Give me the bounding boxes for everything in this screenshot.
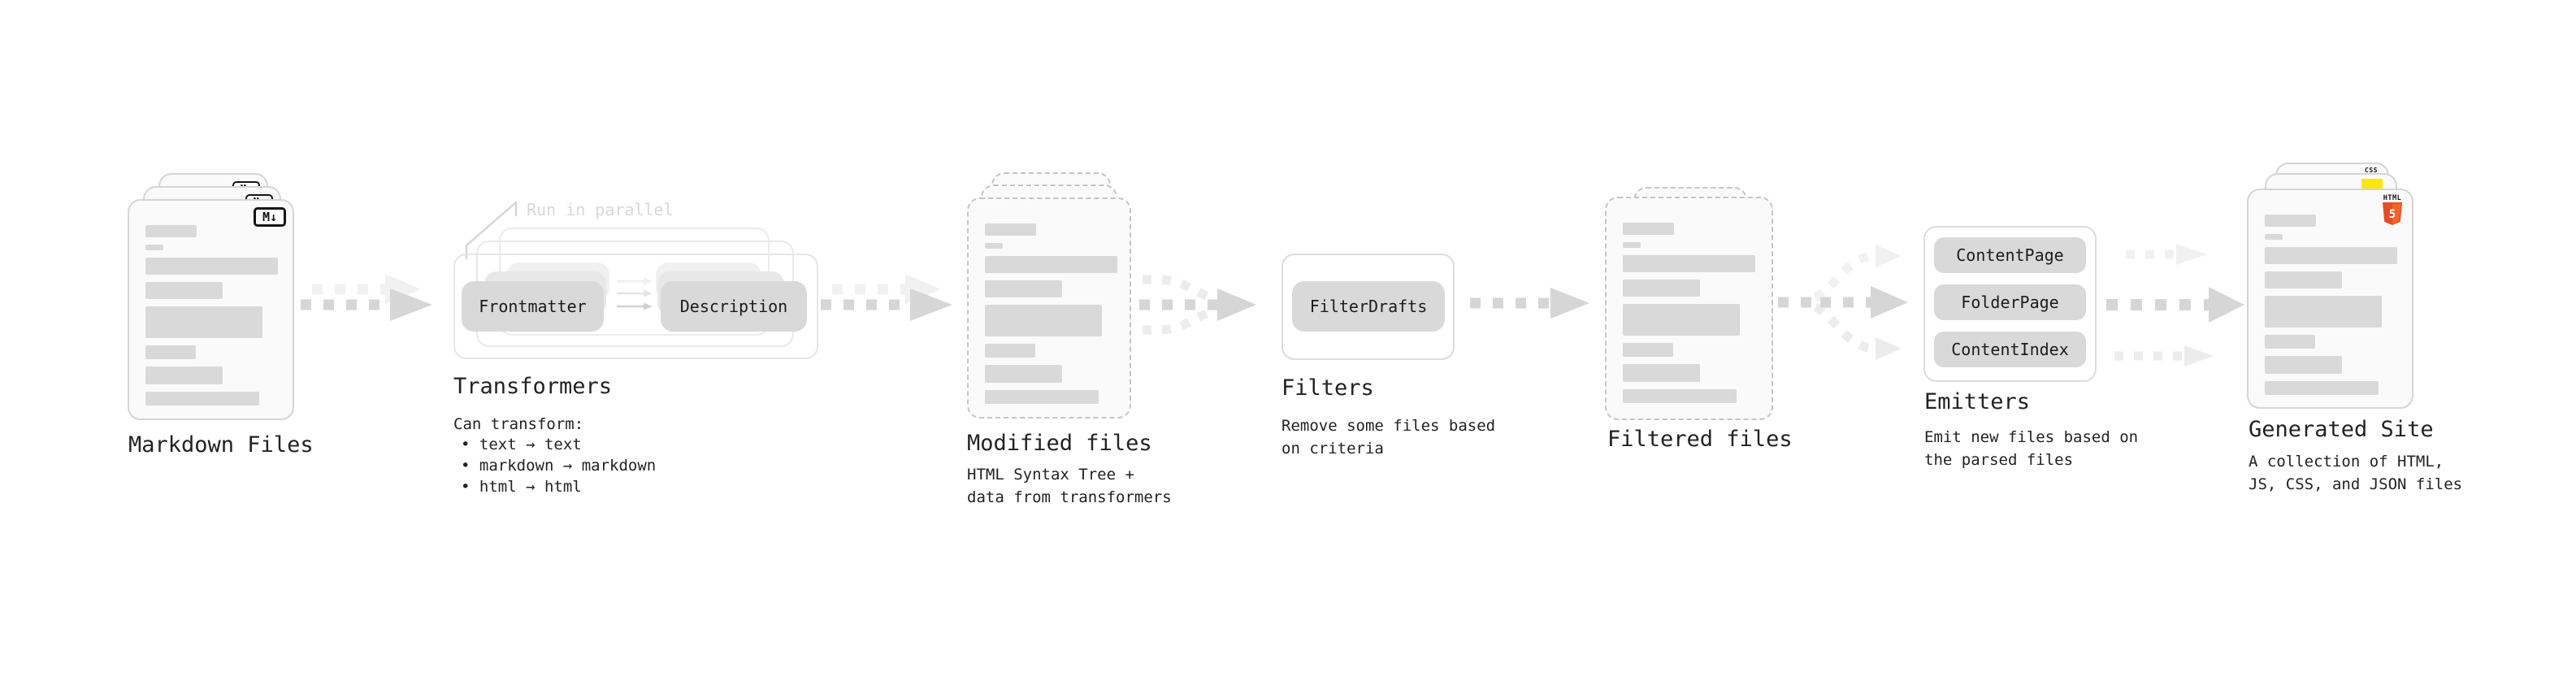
document-card-front <box>1605 197 1773 420</box>
filtered-file-stack <box>1605 187 1804 423</box>
emitter-pill-contentpage: ContentPage <box>1934 237 2086 273</box>
markdown-icon: M↓ <box>254 207 286 227</box>
stage-title-filtered-files: Filtered files <box>1607 427 1793 452</box>
document-card-front: M↓ <box>128 199 294 420</box>
transformer-pill-frontmatter: Frontmatter <box>462 281 604 332</box>
transformer-layer-front <box>453 254 818 359</box>
flow-arrow-filters-to-filtered <box>1470 288 1589 319</box>
bullet-item: • text → text <box>461 436 582 453</box>
stage-title-modified-files: Modified files <box>967 431 1152 456</box>
bullet-item: • html → html <box>461 478 582 496</box>
caption-line: data from transformers <box>967 488 1172 506</box>
js-icon <box>2361 179 2383 189</box>
caption-line: A collection of HTML, <box>2249 453 2444 471</box>
html5-icon-label: HTML <box>2383 194 2402 202</box>
flow-arrow-transformers-to-modified <box>821 274 952 321</box>
caption-line: Remove some files based <box>1281 417 1496 435</box>
html5-shield: 5 <box>2383 202 2402 225</box>
transformers-bullet-list: • text → text • markdown → markdown • ht… <box>461 434 656 497</box>
caption-line: Emit new files based on <box>1924 428 2139 446</box>
transform-arrow-ghost <box>617 277 653 285</box>
modified-file-stack <box>967 172 1166 420</box>
transform-arrow-ghost <box>617 289 653 297</box>
caption-line: on criteria <box>1281 440 1384 458</box>
generated-site-stack: CSS HTML 5 <box>2247 163 2446 414</box>
emitters-caption: Emit new files based on the parsed files <box>1924 426 2138 471</box>
content-placeholder-bars <box>145 225 278 413</box>
flow-arrow-merge-to-filters <box>1139 275 1256 335</box>
svg-text:5: 5 <box>2389 208 2396 221</box>
document-card-html: HTML 5 <box>2247 189 2413 409</box>
html5-icon: HTML 5 <box>2381 195 2404 230</box>
emitter-pill-folderpage: FolderPage <box>1934 284 2086 320</box>
filter-pill-filterdrafts: FilterDrafts <box>1292 281 1445 332</box>
stage-title-markdown-files: Markdown Files <box>128 432 314 458</box>
flow-arrows-emitters-to-site <box>2106 244 2244 367</box>
emitter-pill-contentindex: ContentIndex <box>1934 332 2086 367</box>
stage-title-filters: Filters <box>1281 375 1374 401</box>
emitter-pill-list: ContentPage FolderPage ContentIndex <box>1923 226 2097 382</box>
css-icon-label: CSS <box>2365 167 2378 174</box>
markdown-file-stack: M↓ M↓ M↓ <box>128 173 327 421</box>
stage-title-generated-site: Generated Site <box>2249 417 2434 442</box>
flow-arrow-fork-to-emitters <box>1778 245 1908 360</box>
filters-caption: Remove some files based on criteria <box>1281 414 1495 460</box>
document-card-front <box>967 197 1131 419</box>
run-in-parallel-label: Run in parallel <box>527 200 674 219</box>
flow-arrow-markdown-to-transformers <box>301 274 432 321</box>
caption-line: HTML Syntax Tree + <box>967 466 1134 484</box>
generated-site-caption: A collection of HTML, JS, CSS, and JSON … <box>2249 450 2462 496</box>
caption-line: JS, CSS, and JSON files <box>2249 475 2463 493</box>
content-placeholder-bars <box>2265 215 2397 402</box>
transformers-caption-heading: Can transform: <box>453 415 584 433</box>
stage-title-transformers: Transformers <box>453 374 613 399</box>
modified-files-caption: HTML Syntax Tree + data from transformer… <box>967 463 1172 509</box>
caption-line: the parsed files <box>1924 451 2074 469</box>
bullet-item: • markdown → markdown <box>461 457 657 475</box>
stage-title-emitters: Emitters <box>1924 389 2031 414</box>
content-placeholder-bars <box>985 223 1117 411</box>
transform-arrow <box>617 302 653 310</box>
transformer-pill-description: Description <box>661 281 807 332</box>
content-placeholder-bars <box>1623 223 1755 410</box>
